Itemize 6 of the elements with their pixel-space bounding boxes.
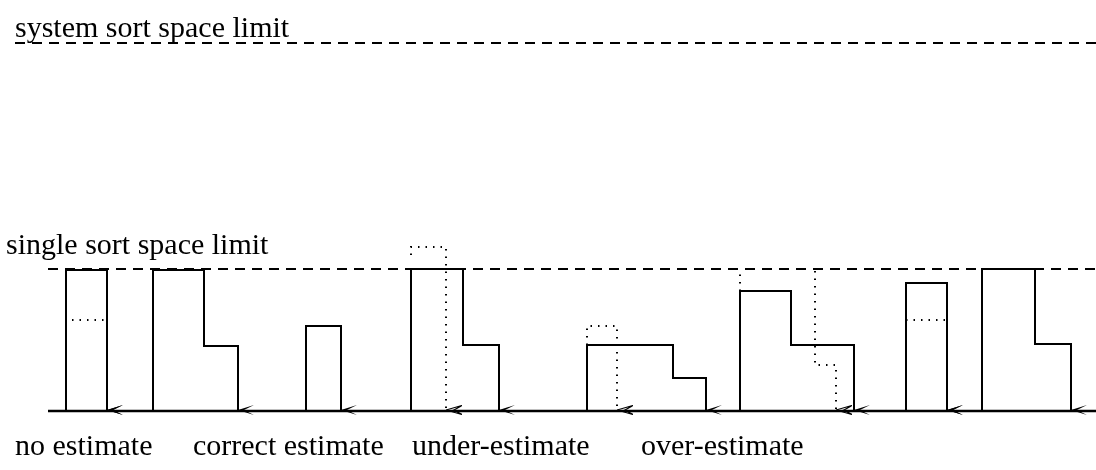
case-label: no estimate xyxy=(15,428,153,462)
limit-label: single sort space limit xyxy=(6,227,269,261)
case-label: over-estimate xyxy=(641,428,804,462)
case-label: under-estimate xyxy=(412,428,590,462)
case-label: correct estimate xyxy=(193,428,384,462)
limit-label: system sort space limit xyxy=(15,10,290,44)
